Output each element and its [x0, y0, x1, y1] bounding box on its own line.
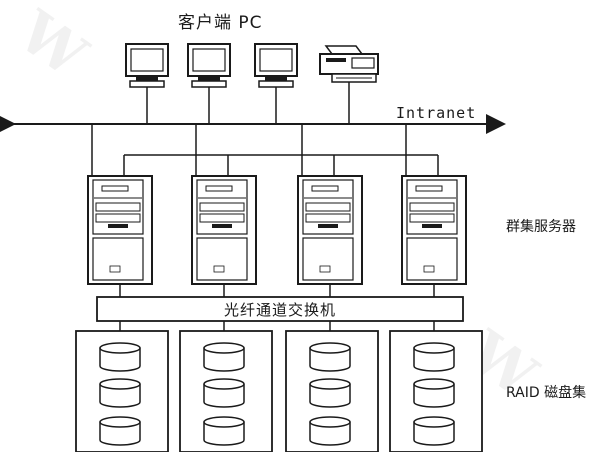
- server-tower-icon: [297, 175, 363, 285]
- clients-label: 客户端 PC: [178, 13, 263, 33]
- cluster-servers-label: 群集服务器: [506, 219, 576, 235]
- monitor-icon: [254, 43, 298, 88]
- raid-array-box: [389, 330, 483, 452]
- disk-cylinder-icon: [99, 378, 141, 408]
- disk-cylinder-icon: [309, 416, 351, 446]
- disk-cylinder-icon: [309, 342, 351, 372]
- intranet-label: Intranet: [396, 104, 477, 122]
- disk-cylinder-icon: [99, 342, 141, 372]
- raid-array-box: [285, 330, 379, 452]
- monitor-icon: [125, 43, 169, 88]
- server-tower-icon: [401, 175, 467, 285]
- disk-cylinder-icon: [203, 416, 245, 446]
- raid-disks-label: RAID 磁盘集: [506, 385, 587, 401]
- printer-icon: [319, 45, 379, 83]
- raid-array-box: [75, 330, 169, 452]
- disk-cylinder-icon: [309, 378, 351, 408]
- disk-cylinder-icon: [203, 342, 245, 372]
- disk-cylinder-icon: [413, 342, 455, 372]
- fc-switch-box: [96, 296, 464, 322]
- disk-cylinder-icon: [99, 416, 141, 446]
- server-tower-icon: [87, 175, 153, 285]
- disk-cylinder-icon: [413, 416, 455, 446]
- server-tower-icon: [191, 175, 257, 285]
- disk-cylinder-icon: [203, 378, 245, 408]
- raid-array-box: [179, 330, 273, 452]
- disk-cylinder-icon: [413, 378, 455, 408]
- monitor-icon: [187, 43, 231, 88]
- fc-switch-label: 光纤通道交换机: [223, 301, 336, 319]
